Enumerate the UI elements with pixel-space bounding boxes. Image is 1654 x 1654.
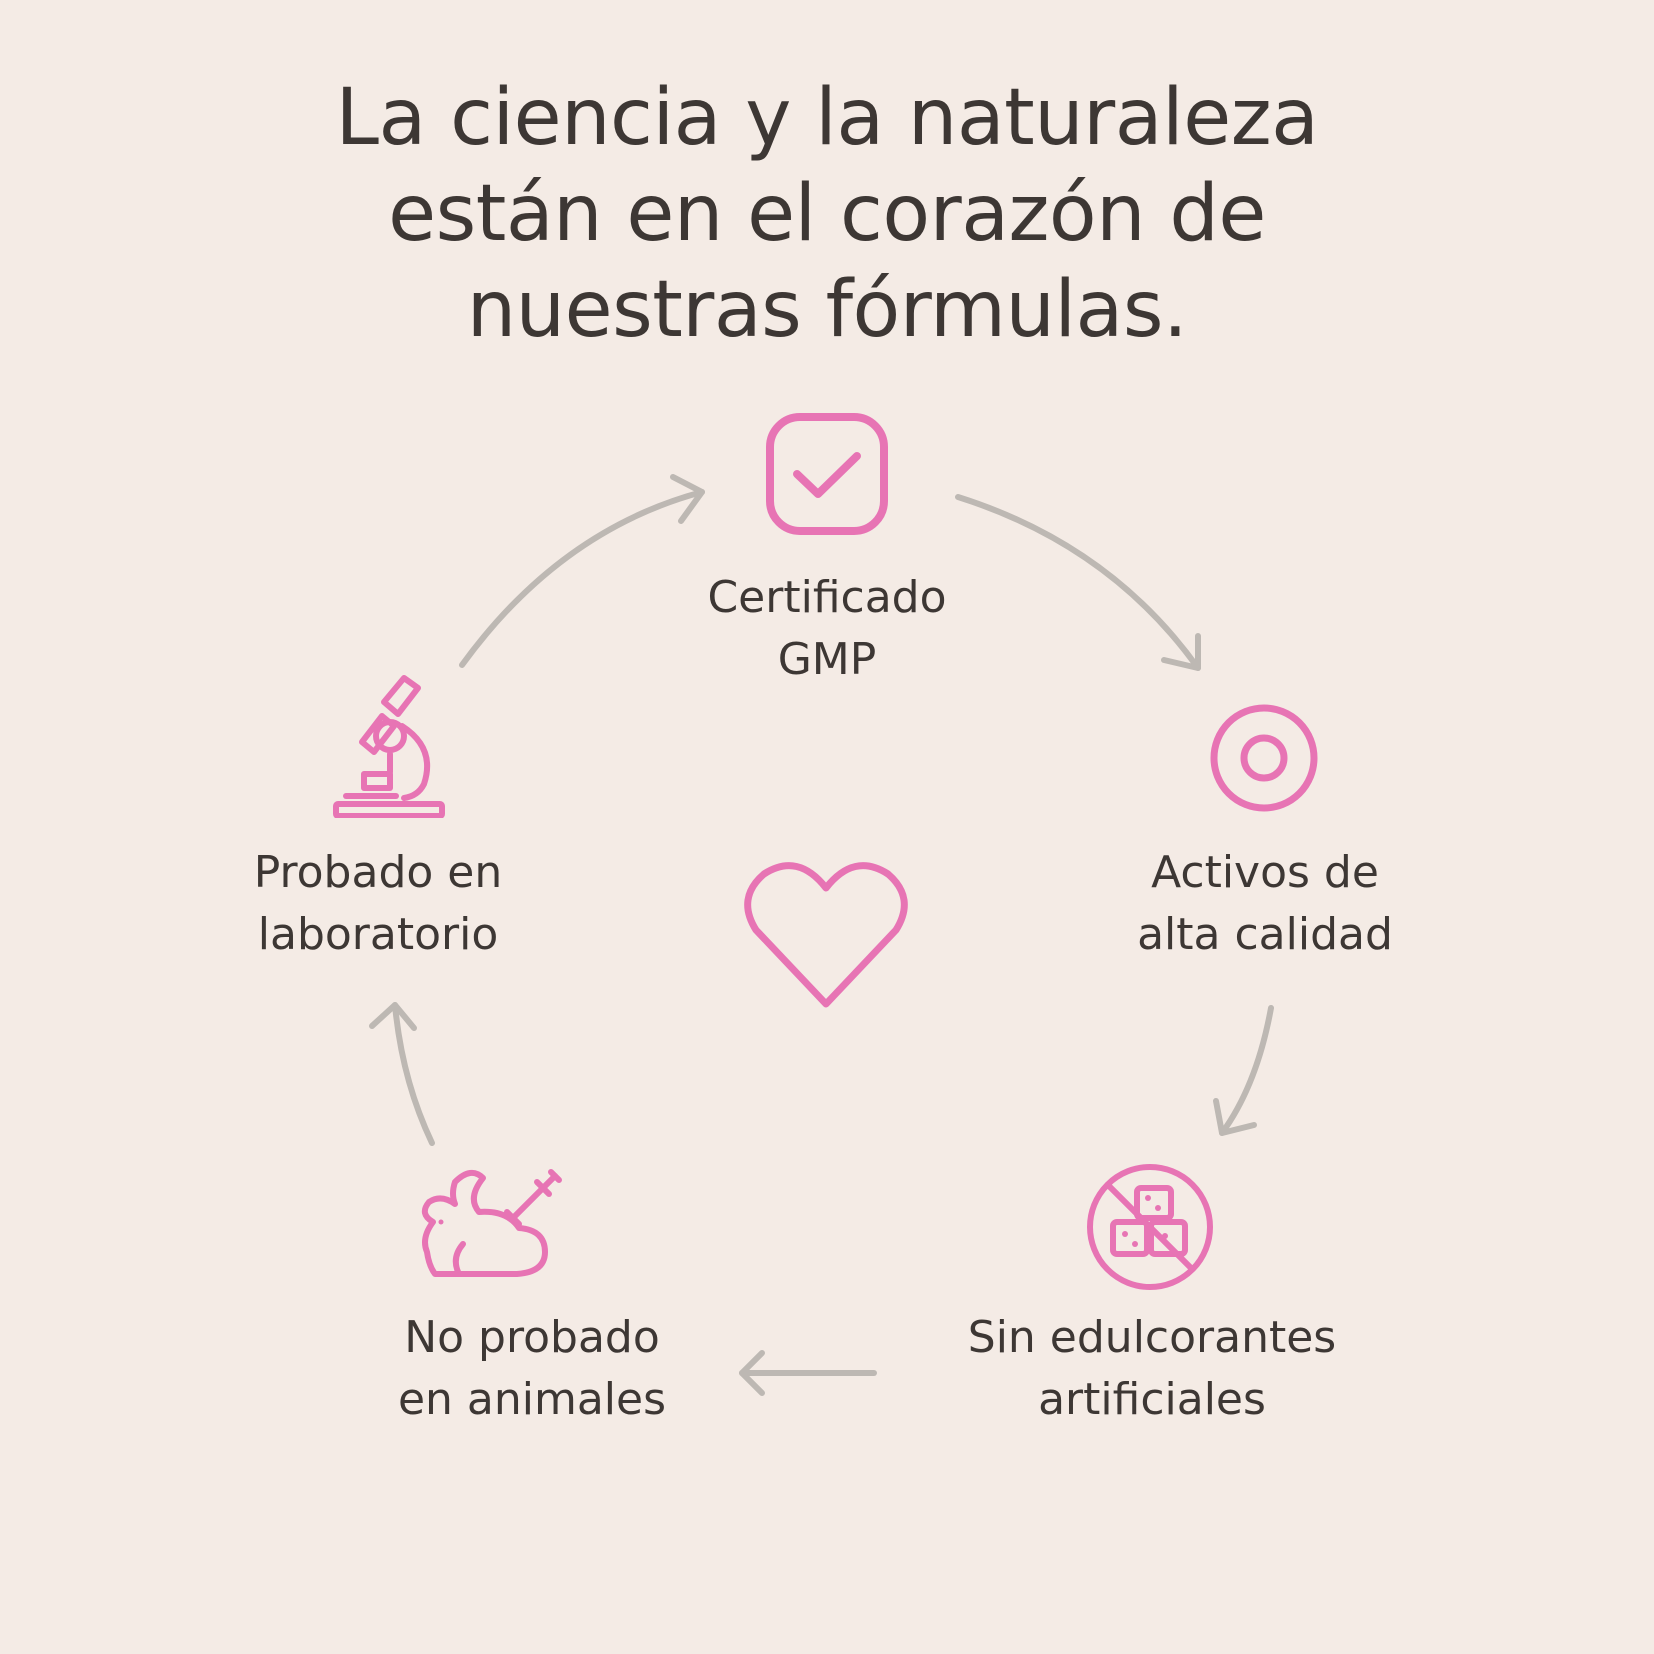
page-title: La ciencia y la naturaleza están en el c… — [227, 70, 1427, 358]
arrow-no-probado-to-laboratorio — [369, 1002, 435, 1146]
label-activos-line2: alta calidad — [1137, 909, 1393, 960]
label-laboratorio-line2: laboratorio — [257, 909, 499, 960]
arrow-sin-edulcorantes-to-no-probado — [739, 1350, 877, 1396]
rabbit-syringe-icon — [415, 1162, 575, 1294]
no-sugar-cubes-icon — [1085, 1162, 1215, 1292]
check-square-icon — [765, 412, 889, 536]
label-gmp: Certificado GMP — [627, 567, 1027, 691]
label-no-probado-line2: en animales — [397, 1374, 667, 1425]
heart-icon — [742, 858, 910, 1010]
label-activos: Activos de alta calidad — [1065, 842, 1465, 966]
label-sin-edulcorantes-line1: Sin edulcorantes — [967, 1312, 1337, 1363]
label-laboratorio: Probado en laboratorio — [198, 842, 558, 966]
microscope-icon — [332, 672, 446, 818]
arrow-laboratorio-to-gmp — [459, 474, 705, 668]
title-line-1: La ciencia y la naturaleza — [335, 73, 1319, 163]
label-sin-edulcorantes-line2: artificiales — [1038, 1374, 1266, 1425]
label-gmp-line2: GMP — [777, 634, 877, 685]
label-no-probado-line1: No probado — [404, 1312, 660, 1363]
title-line-2: están en el corazón de — [388, 169, 1266, 259]
label-gmp-line1: Certificado — [707, 572, 947, 623]
title-line-3: nuestras fórmulas. — [466, 265, 1188, 355]
label-laboratorio-line1: Probado en — [253, 847, 503, 898]
label-sin-edulcorantes: Sin edulcorantes artificiales — [922, 1307, 1382, 1431]
arrow-activos-to-sin-edulcorantes — [1213, 1005, 1274, 1136]
label-no-probado: No probado en animales — [342, 1307, 722, 1431]
label-activos-line1: Activos de — [1151, 847, 1379, 898]
flower-icon — [1198, 692, 1330, 824]
arrow-gmp-to-activos — [955, 494, 1201, 671]
